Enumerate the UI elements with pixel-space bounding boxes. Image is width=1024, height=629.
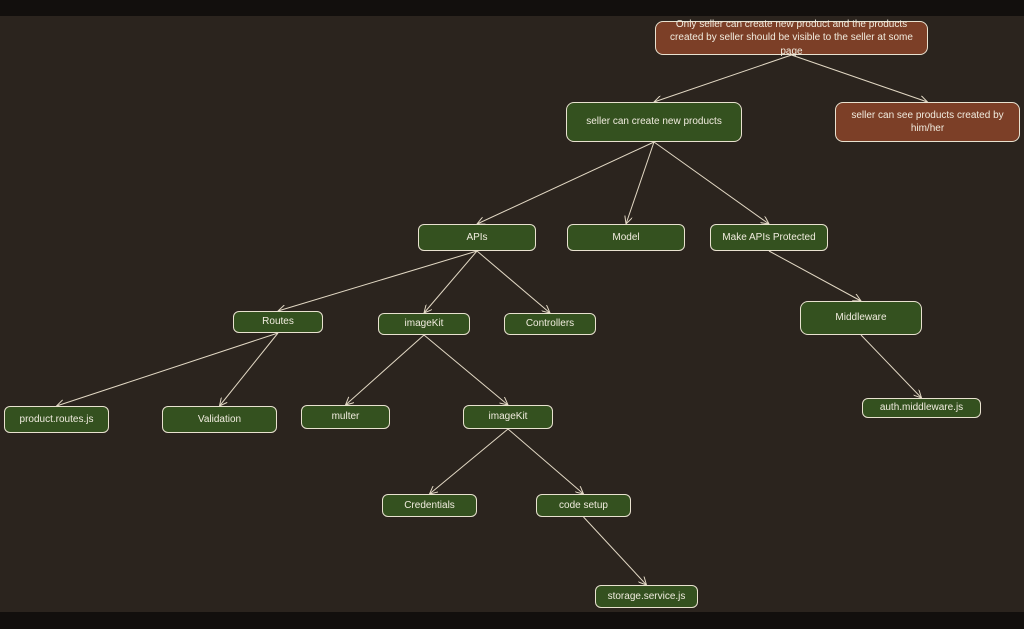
diagram-canvas: Only seller can create new product and t… [0,16,1024,612]
node-label: seller can see products created by him/h… [851,109,1004,135]
node-multer[interactable]: multer [301,405,390,429]
node-label: Make APIs Protected [722,231,816,243]
node-label: Validation [197,413,242,425]
node-label: Only seller can create new product and t… [670,18,913,57]
node-label: Model [612,231,640,243]
edge-imagekit1-to-multer [346,334,425,405]
edge-routes-to-productroutes [57,332,279,406]
edge-middleware-to-authmw [860,334,922,398]
edge-create-to-model [626,141,655,224]
node-label: APIs [466,231,488,243]
node-model[interactable]: Model [567,224,685,251]
node-label: product.routes.js [19,413,94,425]
node-label: imageKit [404,318,444,330]
node-label: multer [331,411,360,423]
node-validation[interactable]: Validation [162,406,277,433]
edge-codesetup-to-storage [583,516,647,585]
edge-routes-to-validation [220,332,279,406]
edge-root-to-create [654,54,792,102]
edge-imagekit2-to-codesetup [507,428,584,494]
node-controllers[interactable]: Controllers [504,313,596,335]
node-routes[interactable]: Routes [233,311,323,333]
node-root-requirement[interactable]: Only seller can create new product and t… [655,19,928,57]
edge-protect-to-middleware [768,250,861,301]
node-code-setup[interactable]: code setup [536,494,631,517]
node-label: Routes [262,316,294,328]
node-auth-middleware-js[interactable]: auth.middleware.js [862,398,981,418]
node-label: Credentials [404,499,455,511]
node-imagekit[interactable]: imageKit [378,313,470,335]
node-credentials[interactable]: Credentials [382,494,477,517]
node-apis[interactable]: APIs [418,224,536,251]
node-middleware[interactable]: Middleware [800,301,922,335]
node-imagekit-nested[interactable]: imageKit [463,405,553,429]
node-label: imageKit [488,411,528,423]
edge-apis-to-imagekit1 [424,250,478,313]
node-storage-service-js[interactable]: storage.service.js [595,585,698,608]
edge-root-to-see [791,54,928,102]
node-label: Middleware [835,312,887,324]
edge-apis-to-controllers [476,250,550,313]
node-label: Controllers [525,318,575,330]
edge-imagekit2-to-credentials [430,428,509,494]
node-seller-see-products[interactable]: seller can see products created by him/h… [835,102,1020,142]
node-label: storage.service.js [607,590,686,602]
edge-create-to-apis [477,141,655,224]
node-label: seller can create new products [586,116,722,128]
node-label: auth.middleware.js [879,402,964,414]
edge-imagekit1-to-imagekit2 [423,334,508,405]
edge-create-to-protect [653,141,769,224]
edge-apis-to-routes [278,250,478,311]
node-make-apis-protected[interactable]: Make APIs Protected [710,224,828,251]
node-label: code setup [559,499,608,511]
edge-layer [0,54,1024,612]
node-product-routes-js[interactable]: product.routes.js [4,406,109,433]
node-seller-create-products[interactable]: seller can create new products [566,102,742,142]
